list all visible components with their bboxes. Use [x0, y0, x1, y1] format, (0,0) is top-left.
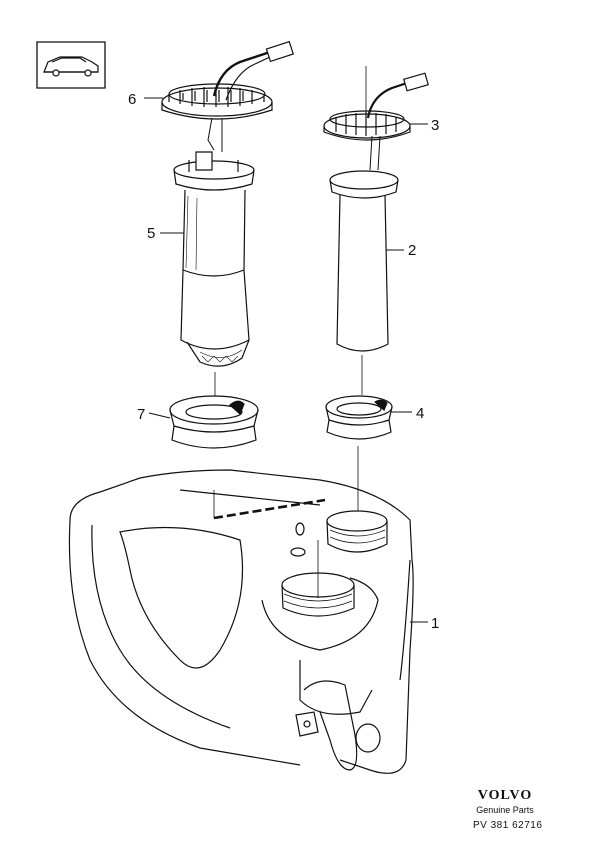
volvo-genuine-parts-logo: VOLVO Genuine Parts: [470, 788, 540, 815]
leader-lines: [144, 98, 428, 622]
callout-6: 6: [128, 91, 136, 108]
sedan-car-icon: [37, 42, 105, 88]
callout-3: 3: [431, 117, 439, 134]
callout-4: 4: [416, 405, 424, 422]
part-6-retaining-ring: [162, 42, 293, 119]
part-2-level-sender: [330, 136, 398, 395]
brand-subtitle: Genuine Parts: [476, 805, 534, 815]
brand-logo-text: VOLVO: [477, 788, 533, 803]
part-4-seal: [326, 396, 392, 515]
part-5-fuel-pump: [174, 118, 254, 400]
callout-1: 1: [431, 615, 439, 632]
part-1-fuel-tank: [69, 470, 413, 773]
part-reference-code: PV 381 62716: [473, 820, 543, 831]
callout-2: 2: [408, 242, 416, 259]
callout-7: 7: [137, 406, 145, 423]
callout-5: 5: [147, 225, 155, 242]
part-3-retaining-ring: [324, 66, 428, 140]
part-7-seal: [170, 396, 258, 448]
callout-labels: 6 3 5 2 7 4 1: [128, 91, 439, 632]
